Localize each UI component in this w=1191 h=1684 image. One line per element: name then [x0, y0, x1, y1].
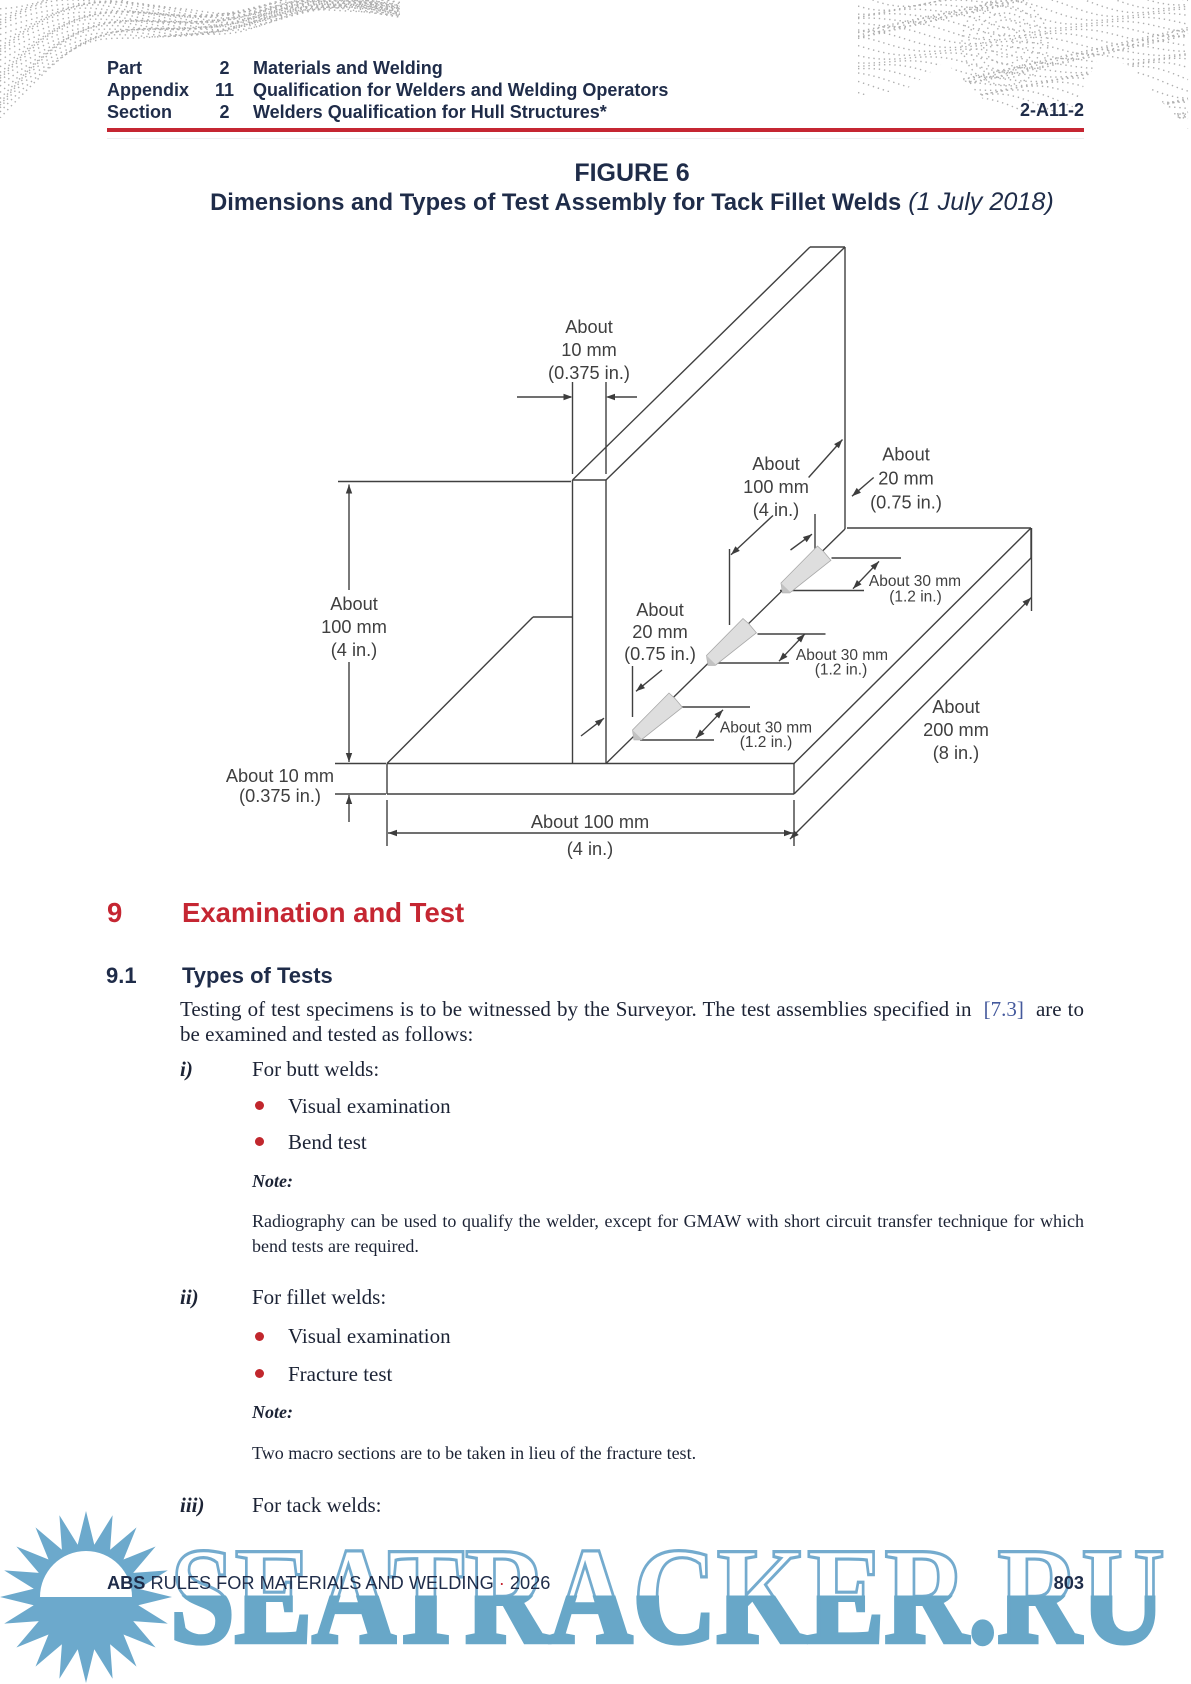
- svg-text:20 mm: 20 mm: [632, 622, 688, 642]
- svg-text:About 30 mm: About 30 mm: [720, 720, 812, 737]
- svg-text:(0.75 in.): (0.75 in.): [870, 493, 942, 513]
- svg-text:SEATRACKER.RU: SEATRACKER.RU: [170, 1519, 1165, 1672]
- svg-text:(0.75 in.): (0.75 in.): [624, 644, 696, 664]
- svg-text:About: About: [932, 697, 980, 717]
- svg-text:About: About: [330, 594, 378, 614]
- svg-text:(1.2 in.): (1.2 in.): [889, 589, 942, 606]
- svg-text:100 mm: 100 mm: [321, 617, 387, 637]
- svg-text:(1.2 in.): (1.2 in.): [740, 734, 793, 751]
- svg-text:10 mm: 10 mm: [561, 340, 617, 360]
- svg-text:About 10 mm: About 10 mm: [226, 766, 334, 786]
- svg-text:100 mm: 100 mm: [743, 477, 809, 497]
- svg-text:About: About: [752, 454, 800, 474]
- svg-text:SEATRACKER.RU: SEATRACKER.RU: [170, 1519, 1165, 1672]
- svg-text:About: About: [636, 600, 684, 620]
- svg-text:About: About: [565, 317, 613, 337]
- svg-text:About: About: [882, 445, 930, 465]
- svg-text:About 30 mm: About 30 mm: [796, 647, 888, 664]
- svg-text:(0.375 in.): (0.375 in.): [239, 786, 321, 806]
- svg-text:200 mm: 200 mm: [923, 720, 989, 740]
- svg-text:(1.2 in.): (1.2 in.): [815, 662, 868, 679]
- svg-text:20 mm: 20 mm: [878, 469, 934, 489]
- svg-text:(4 in.): (4 in.): [331, 640, 378, 660]
- svg-text:About 30 mm: About 30 mm: [869, 573, 961, 590]
- svg-text:(0.375 in.): (0.375 in.): [548, 363, 630, 383]
- svg-text:(4 in.): (4 in.): [567, 839, 614, 859]
- svg-text:About 100 mm: About 100 mm: [531, 812, 649, 832]
- svg-text:(8 in.): (8 in.): [933, 743, 980, 763]
- svg-text:(4 in.): (4 in.): [753, 500, 800, 520]
